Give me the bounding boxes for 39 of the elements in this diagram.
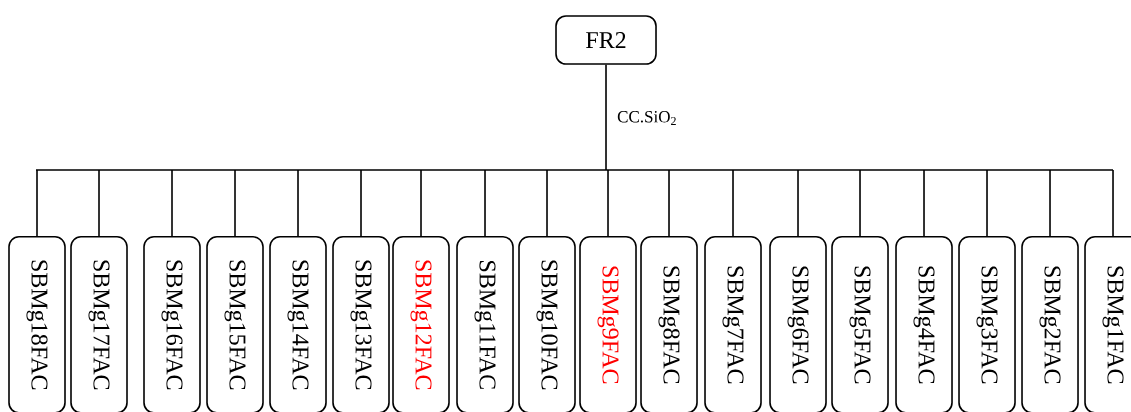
connector-line bbox=[360, 169, 362, 237]
sample-box: SBMg16FAC bbox=[143, 236, 201, 412]
connector-line bbox=[234, 169, 236, 237]
sample-box: SBMg1FAC bbox=[1084, 236, 1131, 412]
connector-line bbox=[297, 169, 299, 237]
sample-box: SBMg3FAC bbox=[958, 236, 1016, 412]
connector-line bbox=[484, 169, 486, 237]
sample-box: SBMg18FAC bbox=[8, 236, 66, 412]
connector-line bbox=[607, 169, 609, 237]
sample-box: SBMg10FAC bbox=[518, 236, 576, 412]
sample-box: SBMg6FAC bbox=[769, 236, 827, 412]
sample-box: SBMg14FAC bbox=[269, 236, 327, 412]
connector-line bbox=[986, 169, 988, 237]
connector-line bbox=[36, 169, 38, 237]
connector-line bbox=[859, 169, 861, 237]
connector-line bbox=[797, 169, 799, 237]
sample-box: SBMg12FAC bbox=[392, 236, 450, 412]
connector-line bbox=[171, 169, 173, 237]
connector-line bbox=[420, 169, 422, 237]
connector-line bbox=[98, 169, 100, 237]
sample-box: SBMg11FAC bbox=[456, 236, 514, 412]
root-box: FR2 bbox=[555, 15, 657, 65]
sample-box: SBMg5FAC bbox=[831, 236, 889, 412]
connector-line bbox=[35, 64, 1114, 171]
sample-box: SBMg8FAC bbox=[640, 236, 698, 412]
branch-label: CC.SiO$_{2}$ bbox=[617, 111, 676, 125]
connector-line bbox=[668, 169, 670, 237]
connector-line bbox=[1112, 169, 1114, 237]
connector-line bbox=[1049, 169, 1051, 237]
sample-box: SBMg17FAC bbox=[70, 236, 128, 412]
connector-line bbox=[732, 169, 734, 237]
sample-box: SBMg4FAC bbox=[895, 236, 953, 412]
connector-line bbox=[546, 169, 548, 237]
connector-line bbox=[923, 169, 925, 237]
sample-box: SBMg13FAC bbox=[332, 236, 390, 412]
sample-box: SBMg9FAC bbox=[579, 236, 637, 412]
sample-box: SBMg7FAC bbox=[704, 236, 762, 412]
sample-box: SBMg2FAC bbox=[1021, 236, 1079, 412]
sample-box: SBMg15FAC bbox=[206, 236, 264, 412]
